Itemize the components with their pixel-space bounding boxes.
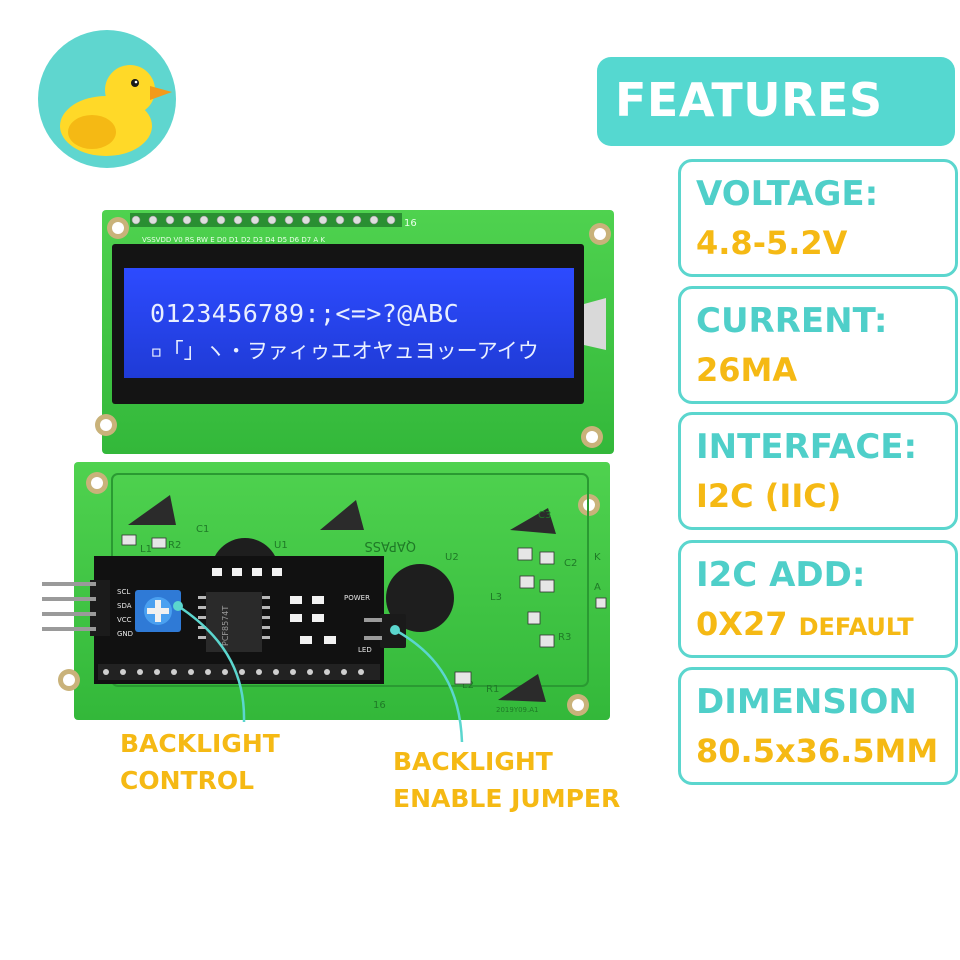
mounting-holes-back bbox=[58, 472, 600, 716]
feature-value: I2C (IIC) bbox=[696, 477, 842, 515]
date-code: 2019Y09.A1 bbox=[496, 706, 538, 714]
features-title: FEATURES bbox=[615, 73, 883, 127]
mark-r3: R3 bbox=[558, 632, 571, 643]
pin-label-vcc: VCC bbox=[117, 616, 132, 624]
feature-card-interface: INTERFACE: I2C (IIC) bbox=[678, 412, 958, 530]
mark-c3: C3 bbox=[538, 510, 551, 521]
brand-label: QAPASS bbox=[364, 538, 416, 553]
feature-card-voltage: VOLTAGE: 4.8-5.2V bbox=[678, 159, 958, 277]
pin-labels: VSSVDD V0 RS RW E D0 D1 D2 D3 D4 D5 D6 D… bbox=[142, 236, 325, 244]
led-label: LED bbox=[358, 646, 372, 654]
lcd-screen-line-1: 0123456789:;<=>?@ABC bbox=[150, 299, 459, 328]
callout-backlight-control: BACKLIGHT CONTROL bbox=[120, 725, 280, 799]
power-label: POWER bbox=[344, 594, 370, 602]
feature-label: DIMENSION bbox=[696, 682, 917, 722]
smd-components bbox=[121, 534, 607, 685]
feature-card-dimension: DIMENSION 80.5x36.5MM bbox=[678, 667, 958, 785]
pin-label-gnd: GND bbox=[117, 630, 133, 638]
lcd-back-board: QAPASS U1 U2 C1 C2 C3 R1 R2 R3 L1 L2 L3 … bbox=[42, 462, 610, 743]
mark-a: A bbox=[594, 582, 601, 593]
feature-label: I2C ADD: bbox=[696, 555, 866, 595]
callout-line: BACKLIGHT bbox=[393, 747, 553, 776]
mark-l3: L3 bbox=[490, 592, 502, 603]
pcf8574-chip: PCF8574T bbox=[198, 592, 270, 652]
feature-card-current: CURRENT: 26MA bbox=[678, 286, 958, 404]
callout-line: ENABLE JUMPER bbox=[393, 784, 621, 813]
mark-l2: L2 bbox=[462, 680, 474, 691]
feature-label: INTERFACE: bbox=[696, 427, 918, 467]
feature-label: VOLTAGE: bbox=[696, 174, 879, 214]
brand-logo bbox=[38, 30, 176, 168]
callout-backlight-jumper: BACKLIGHT ENABLE JUMPER bbox=[393, 743, 620, 817]
feature-value: 26MA bbox=[696, 351, 798, 389]
pin-label-scl: SCL bbox=[117, 588, 130, 596]
mark-r2: R2 bbox=[168, 540, 181, 551]
features-header: FEATURES bbox=[597, 57, 955, 146]
backlight-control-leader bbox=[177, 604, 246, 723]
chip-label: PCF8574T bbox=[221, 606, 230, 646]
feature-value: 4.8-5.2V bbox=[696, 224, 848, 262]
mark-k: K bbox=[594, 552, 601, 563]
callout-line: CONTROL bbox=[120, 766, 255, 795]
feature-value: 80.5x36.5MM bbox=[696, 732, 939, 770]
pin-label-sda: SDA bbox=[117, 602, 132, 610]
adapter-smd-components bbox=[212, 568, 336, 644]
metal-clips bbox=[128, 495, 556, 702]
lcd-screen-line-2: ▫「」ヽ・ヲァィゥエオヤュヨッーアイウ bbox=[150, 339, 539, 363]
callout-lines bbox=[173, 601, 464, 743]
feature-card-i2c-address: I2C ADD: 0X27 DEFAULT bbox=[678, 540, 958, 658]
lcd-front-board: VSSVDD V0 RS RW E D0 D1 D2 D3 D4 D5 D6 D… bbox=[95, 210, 614, 454]
i2c-header-pins bbox=[42, 580, 110, 636]
mark-c1: C1 bbox=[196, 524, 209, 535]
callout-line: BACKLIGHT bbox=[120, 729, 280, 758]
feature-label: CURRENT: bbox=[696, 301, 888, 341]
pin-number-16: 16 bbox=[404, 218, 417, 229]
feature-value: 0X27 DEFAULT bbox=[696, 605, 914, 643]
adapter-pin-row bbox=[98, 664, 380, 680]
lcd-ribbon bbox=[584, 298, 606, 350]
feature-value-main: 0X27 bbox=[696, 605, 788, 643]
mounting-holes-front bbox=[95, 217, 611, 448]
lcd-screen bbox=[124, 268, 574, 378]
backlight-potentiometer[interactable] bbox=[135, 590, 181, 632]
mark-l1: L1 bbox=[140, 544, 152, 555]
back-pin-16: 16 bbox=[373, 700, 386, 711]
mark-r1: R1 bbox=[486, 684, 499, 695]
mark-u1: U1 bbox=[274, 540, 288, 551]
feature-value-suffix: DEFAULT bbox=[798, 613, 914, 641]
mark-c2: C2 bbox=[564, 558, 577, 569]
mark-u2: U2 bbox=[445, 552, 459, 563]
i2c-adapter-module: GND VCC SDA SCL LED POWER bbox=[42, 556, 406, 684]
backlight-jumper-leader bbox=[394, 628, 464, 743]
duck-icon bbox=[60, 65, 172, 156]
header-pins bbox=[130, 213, 402, 227]
